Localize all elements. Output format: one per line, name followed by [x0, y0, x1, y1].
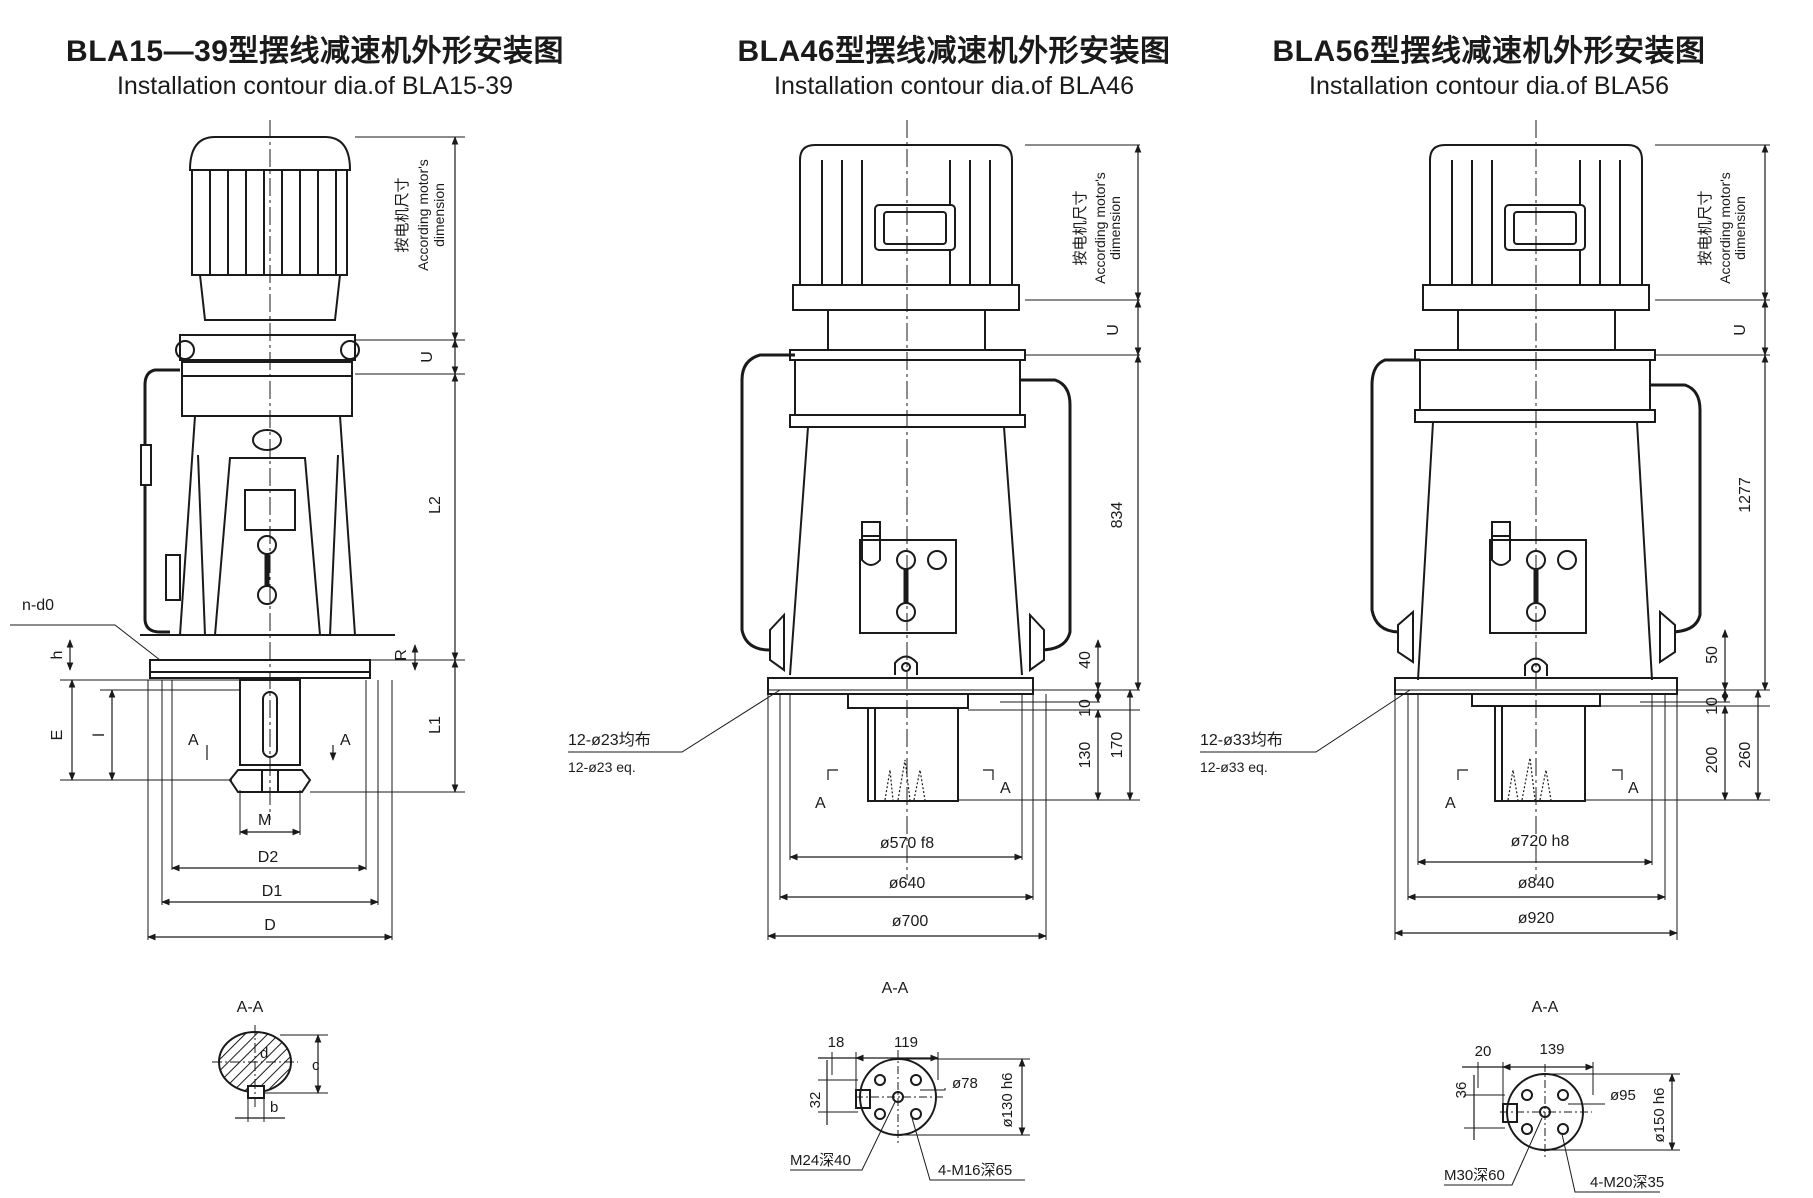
dim-40: 40: [1077, 651, 1094, 669]
motor-dimension-en1: According motor's: [1717, 172, 1733, 284]
section-dim-d: d: [260, 1045, 268, 1062]
label-n-d0: n-d0: [22, 597, 54, 614]
dim-834: 834: [1109, 502, 1126, 529]
title-bla46: BLA46型摆线减速机外形安装图 Installation contour di…: [634, 26, 1274, 101]
dim-u: U: [1732, 324, 1749, 336]
section-thread-m30: M30深60: [1444, 1167, 1505, 1184]
dim-10: 10: [1077, 699, 1094, 717]
dim-e: E: [49, 730, 66, 741]
dim-l2: L2: [427, 496, 444, 514]
motor-dimension-en1: According motor's: [415, 159, 431, 271]
title-en: Installation contour dia.of BLA46: [774, 72, 1134, 100]
dim-m: M: [258, 812, 271, 829]
view-bla15-39: 按电机尺寸 According motor's dimension U L2 L…: [10, 120, 465, 1122]
motor-dimension-en2: dimension: [1107, 196, 1123, 260]
title-cn: BLA46型摆线减速机外形安装图: [737, 35, 1171, 68]
section-dim-d95: ø95: [1610, 1087, 1636, 1104]
section-dim-d130-h6: ø130 h6: [999, 1072, 1016, 1127]
dim-d1: D1: [262, 883, 283, 900]
section-dim-d78: ø78: [952, 1075, 978, 1092]
motor-body: [792, 144, 1020, 351]
section-thread-4-m20: 4-M20深35: [1590, 1174, 1664, 1191]
holes-callout-en: 12-ø33 eq.: [1200, 759, 1268, 775]
dim-50: 50: [1704, 646, 1721, 664]
dim-d700: ø700: [892, 913, 929, 930]
title-bla56: BLA56型摆线减速机外形安装图 Installation contour di…: [1169, 26, 1809, 101]
title-cn: BLA15—39型摆线减速机外形安装图: [66, 35, 564, 68]
section-dim-d150-h6: ø150 h6: [1651, 1087, 1668, 1142]
section-label-a-a: A-A: [882, 980, 909, 997]
dim-l1: L1: [427, 716, 444, 734]
section-label-a-a: A-A: [237, 999, 264, 1016]
dim-d720: ø720 h8: [1511, 833, 1570, 850]
dim-10: 10: [1704, 697, 1721, 715]
section-dim-32: 32: [807, 1092, 824, 1109]
view-bla46: 按电机尺寸 According motor's dimension U 834 …: [568, 120, 1142, 1181]
section-dim-c: c: [312, 1057, 320, 1074]
section-arrow-a-left: A: [815, 795, 826, 812]
dim-d920: ø920: [1518, 910, 1555, 927]
section-dim-119: 119: [894, 1034, 918, 1051]
motor-dimension-en2: dimension: [431, 183, 447, 247]
holes-callout-cn: 12-ø23均布: [568, 731, 651, 749]
section-arrow-a-left: A: [1445, 795, 1456, 812]
dim-l: l: [91, 733, 108, 737]
section-thread-m24: M24深40: [790, 1152, 851, 1169]
dim-d570: ø570 f8: [880, 835, 934, 852]
dim-d: D: [264, 917, 276, 934]
section-arrow-a-right: A: [1628, 780, 1639, 797]
title-en: Installation contour dia.of BLA15-39: [116, 72, 514, 100]
section-arrow-a-right: A: [340, 732, 351, 749]
section-dim-139: 139: [1539, 1041, 1564, 1058]
dim-170: 170: [1109, 732, 1126, 759]
dim-d840: ø840: [1518, 875, 1555, 892]
view-bla56: 按电机尺寸 According motor's dimension U 1277…: [1200, 120, 1770, 1193]
section-dim-36: 36: [1453, 1082, 1470, 1099]
dim-u: U: [419, 351, 436, 363]
dim-u: U: [1105, 324, 1122, 336]
dim-130: 130: [1077, 742, 1094, 769]
dim-1277: 1277: [1737, 477, 1754, 513]
motor-dimension-en1: According motor's: [1092, 172, 1108, 284]
section-dim-18: 18: [828, 1034, 845, 1051]
motor-dimension-cn: 按电机尺寸: [1697, 190, 1714, 265]
section-label-a-a: A-A: [1532, 999, 1559, 1016]
motor-dimension-cn: 按电机尺寸: [394, 177, 411, 252]
title-cn: BLA56型摆线减速机外形安装图: [1272, 35, 1706, 68]
dim-200: 200: [1704, 747, 1721, 774]
title-bla15-39: BLA15—39型摆线减速机外形安装图 Installation contour…: [0, 26, 635, 101]
section-thread-4-m16: 4-M16深65: [938, 1162, 1012, 1179]
motor-dimension-cn: 按电机尺寸: [1072, 190, 1089, 265]
title-en: Installation contour dia.of BLA56: [1309, 72, 1669, 100]
section-dim-20: 20: [1475, 1043, 1492, 1060]
section-arrow-a-left: A: [188, 732, 199, 749]
holes-callout-en: 12-ø23 eq.: [568, 759, 636, 775]
dim-d640: ø640: [889, 875, 926, 892]
dim-r: R: [393, 649, 410, 661]
dim-260: 260: [1737, 742, 1754, 769]
section-arrow-a-right: A: [1000, 780, 1011, 797]
section-dim-b: b: [270, 1099, 278, 1116]
dim-h: h: [49, 651, 66, 660]
dim-d2: D2: [258, 849, 279, 866]
holes-callout-cn: 12-ø33均布: [1200, 731, 1283, 749]
motor-dimension-en2: dimension: [1732, 196, 1748, 260]
